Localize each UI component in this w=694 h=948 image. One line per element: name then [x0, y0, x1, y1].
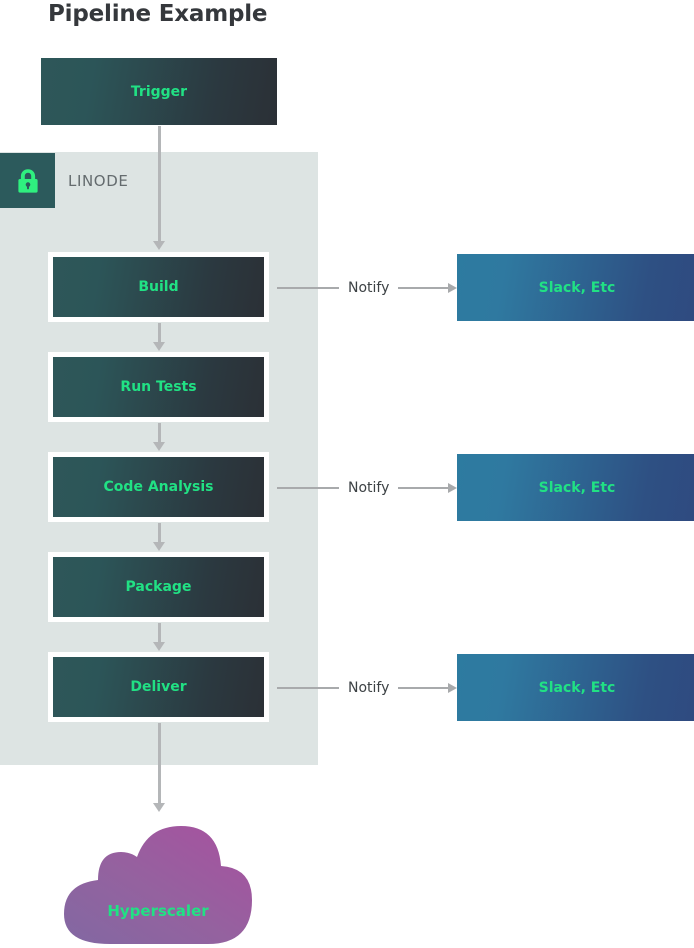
connector-line — [277, 287, 339, 289]
arrow-head — [153, 241, 165, 250]
node-deliver[interactable]: Deliver — [48, 652, 269, 722]
lock-icon — [17, 168, 38, 193]
node-hyperscaler-label: Hyperscaler — [107, 902, 209, 920]
connector-arrow — [398, 283, 457, 293]
node-code-analysis[interactable]: Code Analysis — [48, 452, 269, 522]
node-slack-1-label: Slack, Etc — [538, 279, 616, 296]
arrow-trigger-to-build — [152, 126, 166, 250]
node-slack-2[interactable]: Slack, Etc — [457, 454, 694, 521]
node-hyperscaler[interactable]: Hyperscaler — [58, 818, 258, 944]
arrow-code-analysis-to-package — [152, 523, 166, 551]
arrow-build-to-run-tests — [152, 323, 166, 351]
node-run-tests[interactable]: Run Tests — [48, 352, 269, 422]
arrow-head — [153, 342, 165, 351]
arrow-shaft — [398, 287, 450, 289]
lock-badge — [0, 153, 55, 208]
notify-label: Notify — [348, 680, 390, 696]
notify-connector-code-analysis: Notify — [277, 478, 457, 498]
node-run-tests-label: Run Tests — [120, 379, 197, 395]
arrow-head — [448, 683, 457, 693]
page-title: Pipeline Example — [48, 1, 268, 27]
arrow-shaft — [157, 723, 161, 803]
arrow-shaft — [398, 487, 450, 489]
arrow-head — [448, 483, 457, 493]
node-package[interactable]: Package — [48, 552, 269, 622]
notify-connector-deliver: Notify — [277, 678, 457, 698]
node-slack-2-label: Slack, Etc — [538, 479, 616, 496]
connector-arrow — [398, 683, 457, 693]
node-build[interactable]: Build — [48, 252, 269, 322]
notify-connector-build: Notify — [277, 278, 457, 298]
arrow-head — [153, 803, 165, 812]
arrow-head — [448, 283, 457, 293]
node-code-analysis-label: Code Analysis — [103, 479, 214, 495]
node-slack-1[interactable]: Slack, Etc — [457, 254, 694, 321]
node-deliver-label: Deliver — [130, 679, 187, 695]
arrow-shaft — [157, 126, 161, 241]
linode-container-label: LINODE — [68, 172, 129, 190]
notify-label: Notify — [348, 280, 390, 296]
arrow-head — [153, 642, 165, 651]
node-trigger[interactable]: Trigger — [41, 58, 277, 125]
node-slack-3[interactable]: Slack, Etc — [457, 654, 694, 721]
node-slack-3-label: Slack, Etc — [538, 679, 616, 696]
arrow-package-to-deliver — [152, 623, 166, 651]
arrow-shaft — [157, 623, 161, 642]
connector-line — [277, 487, 339, 489]
arrow-head — [153, 542, 165, 551]
node-trigger-label: Trigger — [130, 83, 188, 100]
node-build-label: Build — [138, 279, 179, 295]
arrow-head — [153, 442, 165, 451]
arrow-shaft — [398, 687, 450, 689]
arrow-run-tests-to-code-analysis — [152, 423, 166, 451]
arrow-shaft — [157, 423, 161, 442]
arrow-shaft — [157, 323, 161, 342]
node-package-label: Package — [125, 579, 192, 595]
arrow-deliver-to-hyperscaler — [152, 723, 166, 812]
connector-line — [277, 687, 339, 689]
notify-label: Notify — [348, 480, 390, 496]
arrow-shaft — [157, 523, 161, 542]
connector-arrow — [398, 483, 457, 493]
cloud-shape-icon — [64, 826, 252, 944]
